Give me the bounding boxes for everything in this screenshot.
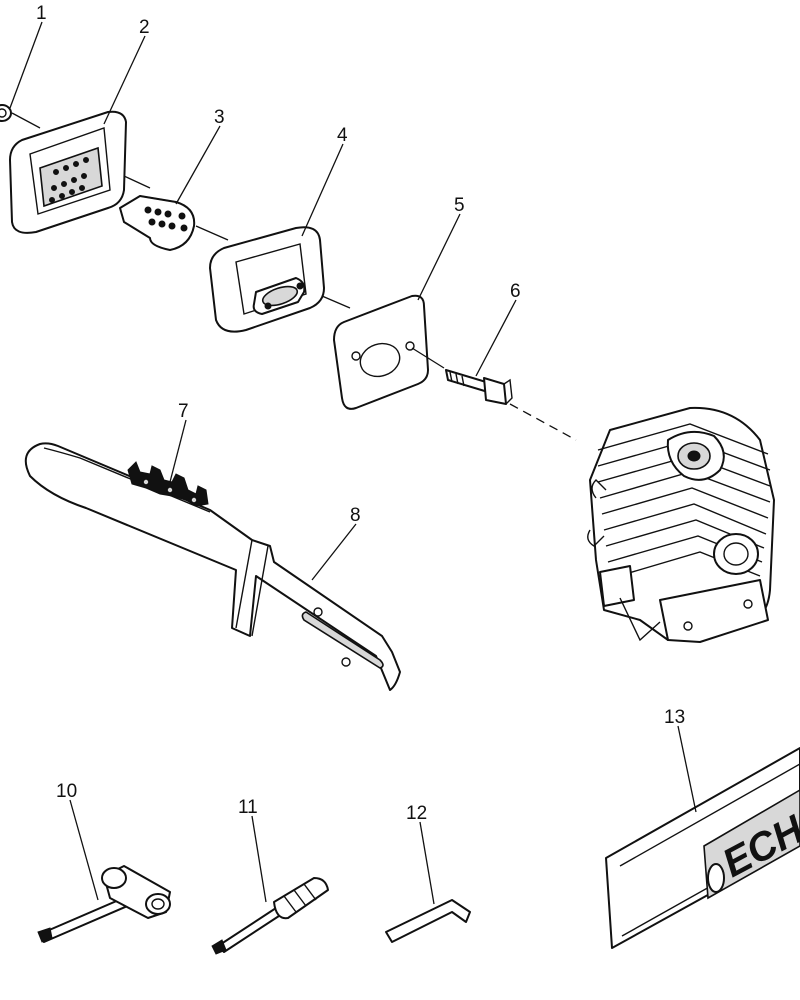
part-10-t-wrench xyxy=(37,865,171,943)
callout-2: 2 xyxy=(139,17,150,38)
callout-leaders xyxy=(9,21,697,905)
axis-line-5 xyxy=(411,347,445,369)
part-5-gasket xyxy=(333,294,429,410)
callout-4: 4 xyxy=(337,125,348,146)
axis-line-4 xyxy=(321,295,351,309)
part-7-chain xyxy=(127,461,209,507)
part-3-spark-screen xyxy=(119,195,196,251)
axis-line-2 xyxy=(123,175,151,189)
axis-line-6 xyxy=(509,403,577,441)
part-8-guide-bar xyxy=(24,442,401,691)
callout-11: 11 xyxy=(238,797,258,818)
part-12-hex-key xyxy=(385,899,471,943)
axis-line-1 xyxy=(11,112,41,129)
callout-1: 1 xyxy=(36,3,47,24)
callout-7: 7 xyxy=(178,401,189,422)
part-13-scabbard: ECHO xyxy=(605,747,800,949)
callout-3: 3 xyxy=(214,107,225,128)
callout-10: 10 xyxy=(56,781,77,802)
callout-12: 12 xyxy=(406,803,427,824)
callout-13: 13 xyxy=(664,707,685,728)
callout-6: 6 xyxy=(510,281,521,302)
callout-8: 8 xyxy=(350,505,361,526)
part-6-bolt xyxy=(445,369,513,405)
axis-line-3 xyxy=(195,225,229,241)
callout-5: 5 xyxy=(454,195,465,216)
part-11-screwdriver xyxy=(211,877,329,955)
part-4-muffler-body xyxy=(209,226,325,333)
cover-vent-holes xyxy=(49,157,89,203)
part-2-muffler-cover xyxy=(9,110,127,234)
part-1-nut xyxy=(0,104,12,122)
cylinder xyxy=(587,406,775,643)
